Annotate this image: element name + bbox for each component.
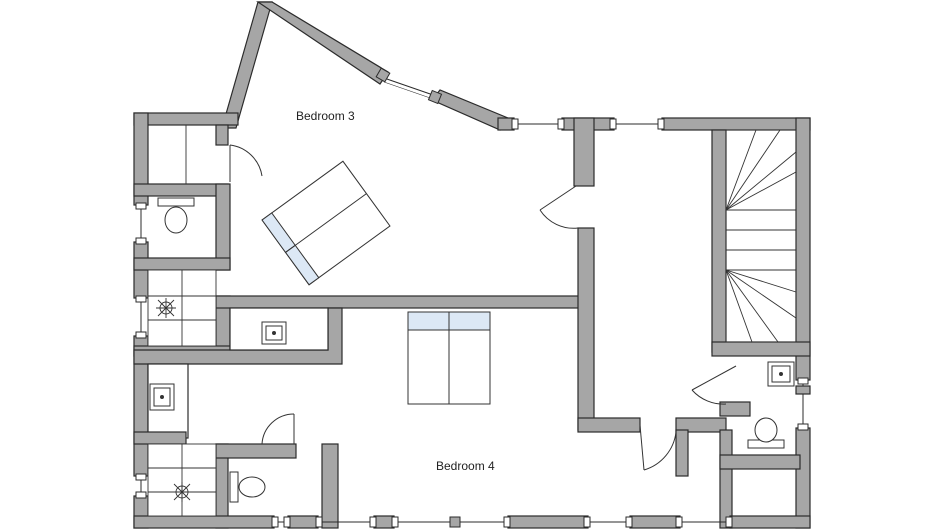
window-icon [135,202,147,245]
walls [133,1,811,529]
sink-icon [149,383,175,411]
wall-stair-left [711,129,727,353]
wall-bottom-c [373,515,395,529]
windows [135,67,809,528]
wall-cupboard-bottom [133,183,229,197]
window-icon [675,516,733,528]
window-icon [135,295,147,339]
wall-left-top [133,112,239,126]
wall-ensuite2-top [719,401,751,417]
sink-icon [767,361,795,387]
wall-cupboard-right [215,124,229,146]
door-swing-icon [691,365,737,405]
door-swing-icon [229,144,263,182]
double-bed-icon [261,160,391,286]
room-label-bedroom-4: Bedroom 4 [436,459,495,473]
window-icon [511,118,565,130]
sink-icon [261,321,287,345]
window-icon [375,67,443,105]
shower-icon [147,443,217,517]
window-icon [135,473,147,499]
window-icon [583,516,633,528]
wall-bottom-a [133,515,275,529]
wall-ensuite2-bottom [719,454,801,470]
window-icon [797,377,809,431]
toilet-icon [229,471,266,503]
wall-lower-left-top [133,431,187,445]
double-bed-icon [407,311,491,405]
wall-toilet2-top [215,443,297,459]
toilet-icon [157,197,195,234]
wall-bottom-e [629,515,681,529]
window-icon [315,516,377,528]
doors [229,144,737,471]
window-icon [609,118,665,130]
wall-ensuite2-left [719,429,733,529]
wall-top-right [661,117,811,131]
room-label-bedroom-3: Bedroom 3 [296,109,355,123]
wall-ensuite1-bottom [133,257,231,271]
wall-bottom-f [729,515,811,529]
door-swing-icon [639,424,677,471]
wall-stair-bottom [711,341,811,357]
wall-hall-stub [675,417,727,433]
wall-hall-bottom [577,417,641,433]
wall-bottom-d [507,515,589,529]
wall-ensuite1-right [215,183,231,271]
wall-divider-top [215,295,589,309]
wall-bottom-b [287,515,319,529]
window-icon [391,516,511,528]
wall-right-mid [795,385,811,395]
window-icon [271,516,291,528]
wall-hall-post [675,429,689,477]
staircase-icon [725,129,797,343]
wall-right-lower [795,427,811,529]
wall-hall-left [577,227,595,431]
toilet-icon [747,417,785,449]
wall-right-upper [795,117,811,381]
wall-hall-pillar [573,117,595,187]
wall-toilet2-right [321,443,339,529]
door-swing-icon [539,185,579,229]
shower-icon [147,269,217,347]
door-swing-icon [261,413,295,445]
